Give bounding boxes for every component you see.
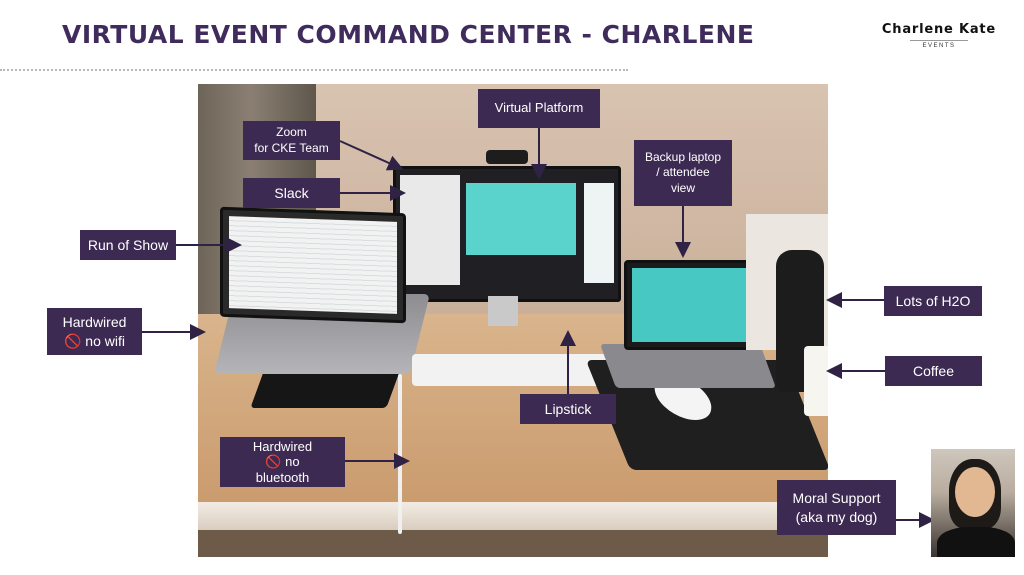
photo-monitor-screen bbox=[466, 183, 576, 255]
brand-logo: Charlene Kate EVENTS bbox=[874, 22, 1004, 49]
photo-desk-edge bbox=[198, 502, 828, 530]
photo-monitor bbox=[393, 166, 621, 302]
brand-rule bbox=[910, 40, 968, 41]
photo-right-laptop-screen bbox=[632, 268, 748, 342]
photo-left-laptop-screen bbox=[229, 216, 397, 314]
photo-right-laptop bbox=[624, 260, 756, 350]
webcam-thumbnail bbox=[931, 449, 1015, 557]
label-hardwired-wifi: Hardwired 🚫 no wifi bbox=[47, 308, 142, 355]
photo-cable bbox=[398, 374, 402, 534]
label-zoom: Zoom for CKE Team bbox=[243, 121, 340, 160]
label-coffee-text: Coffee bbox=[913, 362, 954, 379]
webcam-face bbox=[955, 467, 995, 517]
slide-title: VIRTUAL EVENT COMMAND CENTER - CHARLENE bbox=[62, 20, 755, 49]
label-hardwired-bluetooth-text: Hardwired 🚫 no bluetooth bbox=[252, 438, 313, 485]
photo-monitor-stand bbox=[488, 296, 518, 326]
brand-subtitle: EVENTS bbox=[922, 43, 956, 49]
label-moral-support: Moral Support (aka my dog) bbox=[777, 480, 896, 535]
label-lipstick: Lipstick bbox=[520, 394, 616, 424]
photo-monitor-right-pane bbox=[584, 183, 614, 283]
label-virtual-platform-text: Virtual Platform bbox=[494, 100, 584, 116]
photo-right-laptop-keyboard bbox=[599, 344, 777, 388]
photo-left-laptop bbox=[220, 206, 406, 324]
photo-floor bbox=[198, 530, 828, 557]
label-zoom-text: Zoom for CKE Team bbox=[254, 124, 329, 155]
label-backup-laptop: Backup laptop / attendee view bbox=[634, 140, 732, 206]
photo-webcam bbox=[486, 150, 528, 164]
label-lots-of-h2o: Lots of H2O bbox=[884, 286, 982, 316]
title-divider bbox=[0, 69, 628, 71]
webcam-body bbox=[937, 527, 1015, 557]
photo-keyboard bbox=[412, 354, 612, 386]
label-lots-of-h2o-text: Lots of H2O bbox=[895, 292, 971, 309]
label-slack: Slack bbox=[243, 178, 340, 208]
label-moral-support-text: Moral Support (aka my dog) bbox=[792, 490, 881, 525]
label-coffee: Coffee bbox=[885, 356, 982, 386]
label-run-of-show: Run of Show bbox=[80, 230, 176, 260]
brand-name: Charlene Kate bbox=[881, 22, 997, 37]
label-run-of-show-text: Run of Show bbox=[87, 236, 169, 253]
label-lipstick-text: Lipstick bbox=[544, 400, 592, 417]
label-hardwired-wifi-text: Hardwired 🚫 no wifi bbox=[62, 314, 127, 349]
label-slack-text: Slack bbox=[274, 184, 309, 201]
label-hardwired-bluetooth: Hardwired 🚫 no bluetooth bbox=[220, 437, 345, 487]
label-virtual-platform: Virtual Platform bbox=[478, 89, 600, 128]
label-backup-laptop-text: Backup laptop / attendee view bbox=[644, 149, 722, 195]
photo-mug bbox=[804, 346, 828, 416]
photo-monitor-sidebar bbox=[400, 175, 460, 285]
